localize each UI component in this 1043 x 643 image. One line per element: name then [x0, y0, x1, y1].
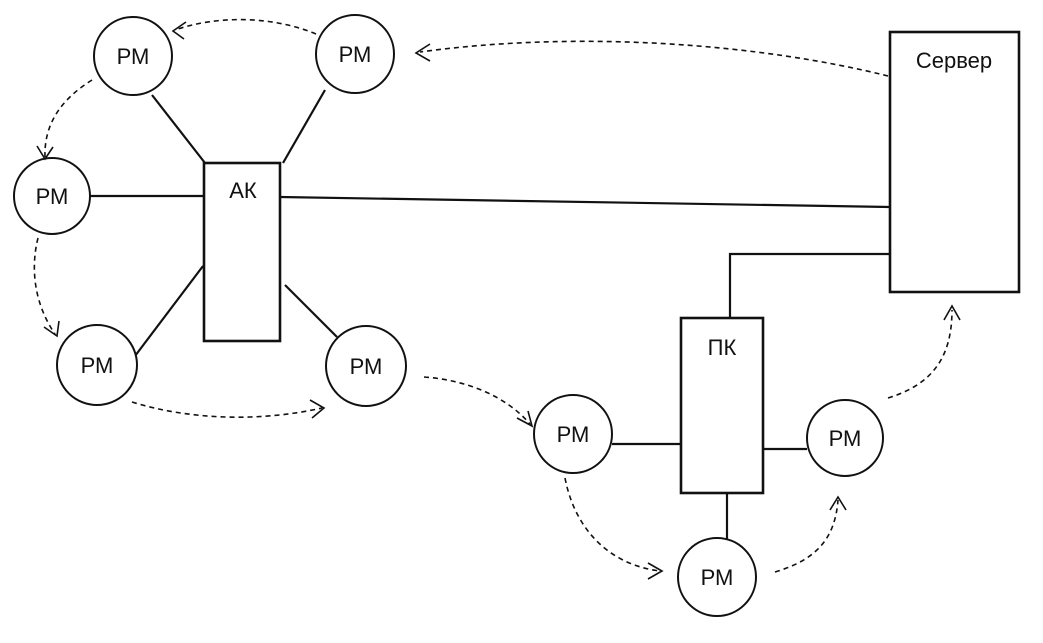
- flow-arrow-rm-bottom-left-to-bottom-right: [131, 399, 326, 419]
- pk-label: ПК: [708, 335, 737, 360]
- link-ak-rm-bottom-right: [284, 284, 338, 338]
- rm-node-label: РМ: [829, 426, 862, 451]
- rm-node-top-left: РМ: [93, 16, 173, 96]
- rm-node-pk-right: РМ: [806, 399, 884, 477]
- link-ak-rm-bottom-left: [134, 265, 204, 357]
- rm-node-pk-left: РМ: [533, 394, 613, 474]
- flow-arrow-rm-pk-right-to-server: [887, 304, 961, 399]
- flow-arrow-rm-pk-bottom-to-pk-right: [774, 495, 847, 573]
- rm-node-label: РМ: [350, 354, 383, 379]
- ak-label: АК: [229, 178, 257, 203]
- flow-arrow-rm-left-to-bottom-left: [33, 237, 60, 338]
- flow-arrow-rm-top-left-to-left: [36, 79, 93, 161]
- rm-node-label: РМ: [81, 353, 114, 378]
- link-pk-server: [728, 252, 890, 318]
- rm-node-label: РМ: [339, 42, 372, 67]
- link-ak-server: [279, 195, 891, 209]
- rm-node-left: РМ: [13, 157, 91, 235]
- ak-box: АК: [202, 161, 282, 343]
- flow-arrow-server-to-rm: [414, 40, 889, 77]
- rm-node-top-right: РМ: [315, 14, 395, 94]
- link-ak-rm-top-left: [151, 94, 206, 164]
- rm-node-pk-bottom: РМ: [677, 537, 757, 617]
- rm-node-label: РМ: [557, 422, 590, 447]
- rm-node-label: РМ: [36, 184, 69, 209]
- server-label: Сервер: [916, 48, 992, 73]
- rm-node-label: РМ: [117, 44, 150, 69]
- flow-arrow-rm-pk-left-to-pk-bottom: [564, 477, 664, 580]
- link-ak-rm-top-right: [282, 89, 326, 164]
- server-box: Сервер: [888, 30, 1021, 294]
- rm-node-bottom-left: РМ: [56, 324, 138, 406]
- pk-box: ПК: [679, 316, 765, 495]
- flow-arrow-rm-top-right-to-top-left: [171, 18, 317, 40]
- rm-node-bottom-right: РМ: [325, 325, 407, 407]
- flow-arrow-rm-bottom-right-to-pk-left: [423, 376, 534, 428]
- rm-node-label: РМ: [701, 565, 734, 590]
